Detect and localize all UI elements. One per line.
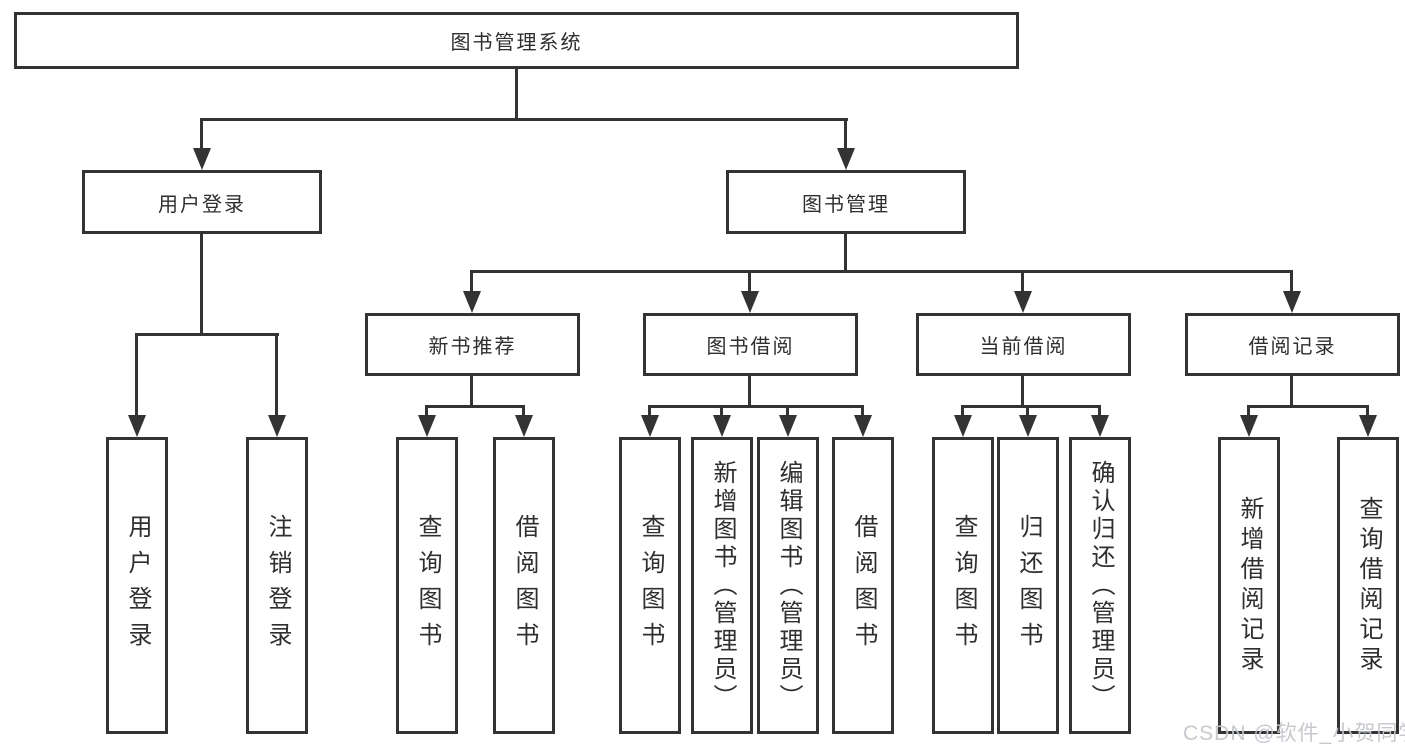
node-label: 查询图书: [950, 513, 977, 658]
node-label: 确认归还（管理员）: [1087, 459, 1114, 712]
connector-line: [200, 118, 203, 151]
arrowhead-down-icon: [418, 415, 436, 437]
connector-line: [1247, 405, 1250, 418]
node-user-login-module: 用户登录: [82, 170, 322, 234]
node-label: 当前借阅: [979, 336, 1068, 358]
arrowhead-down-icon: [779, 415, 797, 437]
arrowhead-down-icon: [1283, 291, 1301, 313]
arrowhead-down-icon: [1091, 415, 1109, 437]
node-label: 查询图书: [414, 513, 441, 658]
arrowhead-down-icon: [1359, 415, 1377, 437]
connector-line: [844, 118, 847, 151]
connector-line: [1366, 405, 1369, 418]
node-label: 归还图书: [1015, 513, 1042, 658]
arrowhead-down-icon: [713, 415, 731, 437]
node-label: 用户登录: [124, 513, 151, 658]
node-label: 借阅图书: [511, 513, 538, 658]
node-new-book-recommend: 新书推荐: [365, 313, 580, 376]
arrowhead-down-icon: [193, 148, 211, 170]
node-label: 图书管理: [802, 193, 890, 216]
connector-line: [748, 376, 751, 407]
connector-line: [515, 68, 518, 121]
arrowhead-down-icon: [641, 415, 659, 437]
node-borrowing-records: 借阅记录: [1185, 313, 1400, 376]
node-add-book-admin: 新增图书（管理员）: [691, 437, 753, 734]
connector-line: [470, 376, 473, 407]
connector-line: [1247, 405, 1369, 408]
connector-line: [786, 405, 789, 418]
connector-line: [425, 405, 525, 408]
node-borrow-books-borrowing: 借阅图书: [832, 437, 894, 734]
connector-line: [200, 234, 203, 336]
connector-line: [720, 405, 723, 418]
connector-line: [861, 405, 864, 418]
node-user-login: 用户登录: [106, 437, 168, 734]
connector-line: [961, 405, 964, 418]
connector-line: [1021, 270, 1024, 294]
arrowhead-down-icon: [1014, 291, 1032, 313]
node-label: 新增图书（管理员）: [709, 459, 736, 712]
node-label: 图书借阅: [706, 336, 795, 358]
node-label: 新书推荐: [428, 336, 517, 358]
connector-line: [470, 270, 1293, 273]
connector-line: [1290, 376, 1293, 407]
connector-line: [1290, 270, 1293, 294]
node-label: 查询图书: [637, 513, 664, 658]
node-add-borrow-record: 新增借阅记录: [1218, 437, 1280, 734]
arrowhead-down-icon: [128, 415, 146, 437]
connector-line: [135, 333, 138, 418]
connector-line: [844, 234, 847, 273]
connector-line: [425, 405, 428, 418]
arrowhead-down-icon: [741, 291, 759, 313]
node-query-books-current: 查询图书: [932, 437, 994, 734]
arrowhead-down-icon: [515, 415, 533, 437]
connector-line: [748, 270, 751, 294]
node-label: 用户登录: [158, 193, 246, 216]
arrowhead-down-icon: [837, 148, 855, 170]
node-label: 借阅记录: [1248, 336, 1337, 358]
node-book-borrowing: 图书借阅: [643, 313, 858, 376]
node-query-books-recommend: 查询图书: [396, 437, 458, 734]
connector-line: [1098, 405, 1101, 418]
node-root-system: 图书管理系统: [14, 12, 1019, 69]
connector-line: [200, 118, 848, 121]
node-label: 编辑图书（管理员）: [775, 459, 802, 712]
connector-line: [1021, 376, 1024, 407]
arrowhead-down-icon: [1019, 415, 1037, 437]
node-logout: 注销登录: [246, 437, 308, 734]
node-label: 新增借阅记录: [1236, 495, 1263, 676]
csdn-watermark: CSDN @软件_小贺同学: [1183, 722, 1405, 745]
arrowhead-down-icon: [854, 415, 872, 437]
node-confirm-return-admin: 确认归还（管理员）: [1069, 437, 1131, 734]
connector-line: [648, 405, 651, 418]
connector-line: [470, 270, 473, 294]
node-return-book: 归还图书: [997, 437, 1059, 734]
node-current-borrowing: 当前借阅: [916, 313, 1131, 376]
connector-line: [648, 405, 864, 408]
node-label: 图书管理系统: [450, 32, 583, 54]
node-edit-book-admin: 编辑图书（管理员）: [757, 437, 819, 734]
node-label: 借阅图书: [850, 513, 877, 658]
arrowhead-down-icon: [954, 415, 972, 437]
arrowhead-down-icon: [1240, 415, 1258, 437]
node-book-management-module: 图书管理: [726, 170, 966, 234]
connector-line: [522, 405, 525, 418]
connector-line: [961, 405, 1101, 408]
arrowhead-down-icon: [268, 415, 286, 437]
node-borrow-books-recommend: 借阅图书: [493, 437, 555, 734]
arrowhead-down-icon: [463, 291, 481, 313]
connector-line: [275, 333, 278, 418]
connector-line: [135, 333, 279, 336]
node-query-books-borrowing: 查询图书: [619, 437, 681, 734]
connector-line: [1026, 405, 1029, 418]
node-label: 查询借阅记录: [1355, 495, 1382, 676]
node-label: 注销登录: [264, 513, 291, 658]
node-query-borrow-record: 查询借阅记录: [1337, 437, 1399, 734]
